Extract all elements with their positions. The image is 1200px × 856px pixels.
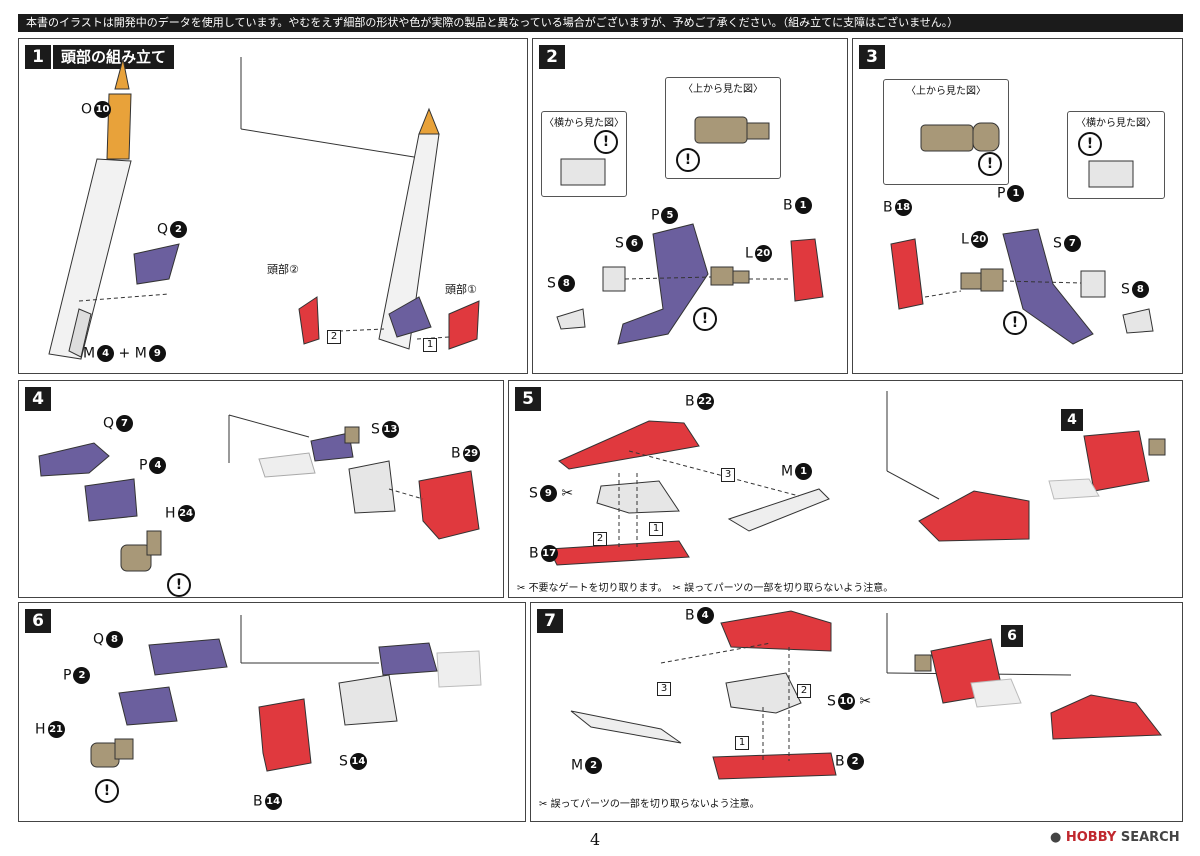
step-number: 3 <box>859 45 885 69</box>
page-number: 4 <box>590 830 601 849</box>
brand-watermark: ● HOBBY SEARCH <box>1050 830 1180 845</box>
order-1: 1 <box>649 519 663 536</box>
caution-icon: ! <box>676 148 700 172</box>
order-2: 2 <box>327 327 341 344</box>
gate-note: ✂ 不要なゲートを切り取ります。 ✂ 誤ってパーツの一部を切り取らないよう注意。 <box>517 583 894 594</box>
order-1: 1 <box>735 733 749 750</box>
order-2: 2 <box>593 529 607 546</box>
caution-icon: ! <box>95 779 119 803</box>
order-1: 1 <box>423 335 437 352</box>
step-number: 6 <box>25 609 51 633</box>
caution-icon: ! <box>1003 311 1027 335</box>
label-head2: 頭部② <box>267 263 299 276</box>
step-4-illustration <box>38 414 480 572</box>
cut-note: ✂ 誤ってパーツの一部を切り取らないよう注意。 <box>539 799 760 810</box>
caution-icon: ! <box>167 573 191 597</box>
step-title: 頭部の組み立て <box>53 45 175 69</box>
order-3: 3 <box>721 465 735 482</box>
caution-icon: ! <box>693 307 717 331</box>
step-6-illustration <box>90 615 482 772</box>
sub-step-marker: 6 <box>1001 625 1023 647</box>
caution-icon: ! <box>978 152 1002 176</box>
order-3: 3 <box>657 679 671 696</box>
caution-icon: ! <box>594 130 618 154</box>
order-2: 2 <box>797 681 811 698</box>
step-number: 1 <box>25 45 51 69</box>
caution-icon: ! <box>1078 132 1102 156</box>
step-5-illustration <box>548 391 1166 566</box>
step-number: 4 <box>25 387 51 411</box>
step-number: 5 <box>515 387 541 411</box>
label-head1: 頭部① <box>445 283 477 296</box>
step-3-illustration <box>890 122 1154 345</box>
sub-step-marker: 4 <box>1061 409 1083 431</box>
step-number: 2 <box>539 45 565 69</box>
step-number: 7 <box>537 609 563 633</box>
step-7-illustration <box>570 610 1162 780</box>
step-1-illustration <box>48 57 480 360</box>
step-2-illustration <box>556 116 824 345</box>
notice-banner: 本書のイラストは開発中のデータを使用しています。やむをえず細部の形状や色が実際の… <box>18 14 1183 32</box>
